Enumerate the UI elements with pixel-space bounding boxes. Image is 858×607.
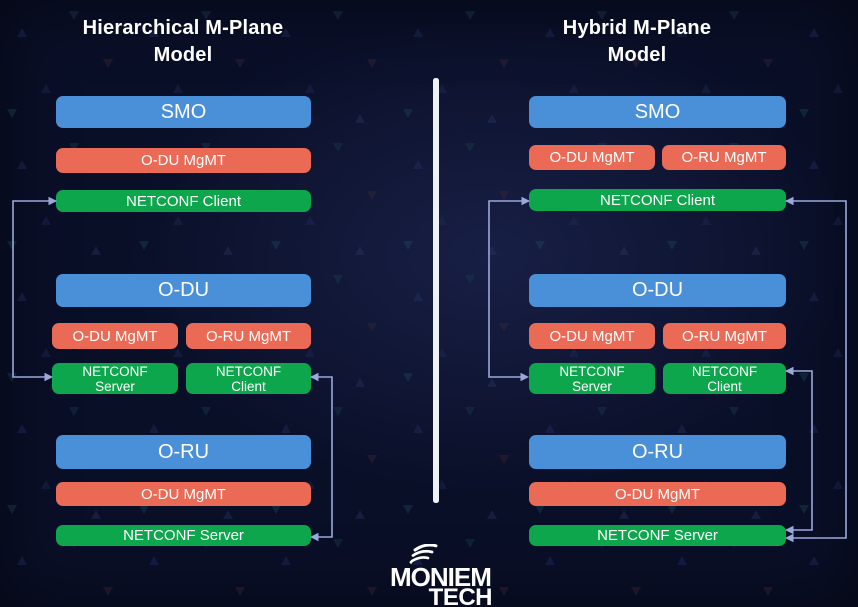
logo-word-moniem: MONIEM [390, 562, 492, 592]
odu-odu-mgmt-box: O-DU MgMT [52, 323, 178, 349]
smo-oru-mgmt-box: O-RU MgMT [662, 145, 786, 170]
oru-netconf-server-box: NETCONF Server [529, 525, 786, 546]
oru-odu-mgmt-box: O-DU MgMT [56, 482, 311, 506]
oru-box: O-RU [56, 435, 311, 469]
odu-netconf-client-box: NETCONF Client [186, 363, 311, 394]
signal-arcs-icon [409, 544, 438, 564]
smo-netconf-client-box: NETCONF Client [56, 190, 311, 212]
oru-box: O-RU [529, 435, 786, 469]
odu-box: O-DU [529, 274, 786, 307]
smo-box: SMO [56, 96, 311, 128]
odu-netconf-server-box: NETCONF Server [52, 363, 178, 394]
smo-box: SMO [529, 96, 786, 128]
logo-word-tech: TECH [428, 584, 493, 607]
smo-odu-mgmt-box: O-DU MgMT [529, 145, 655, 170]
hybrid-diagram-title: Hybrid M-Plane Model [562, 17, 712, 66]
odu-netconf-client-box: NETCONF Client [663, 363, 786, 394]
oru-netconf-server-box: NETCONF Server [56, 525, 311, 546]
odu-oru-mgmt-box: O-RU MgMT [663, 323, 786, 349]
moniem-tech-logo: MONIEM TECH [390, 544, 494, 607]
smo-odu-mgmt-box: O-DU MgMT [56, 148, 311, 173]
hierarchical-diagram-title: Hierarchical M-Plane Model [82, 17, 284, 66]
odu-odu-mgmt-box: O-DU MgMT [529, 323, 655, 349]
oru-odu-mgmt-box: O-DU MgMT [529, 482, 786, 506]
odu-oru-mgmt-box: O-RU MgMT [186, 323, 311, 349]
odu-box: O-DU [56, 274, 311, 307]
odu-netconf-server-box: NETCONF Server [529, 363, 655, 394]
smo-netconf-client-box: NETCONF Client [529, 189, 786, 211]
